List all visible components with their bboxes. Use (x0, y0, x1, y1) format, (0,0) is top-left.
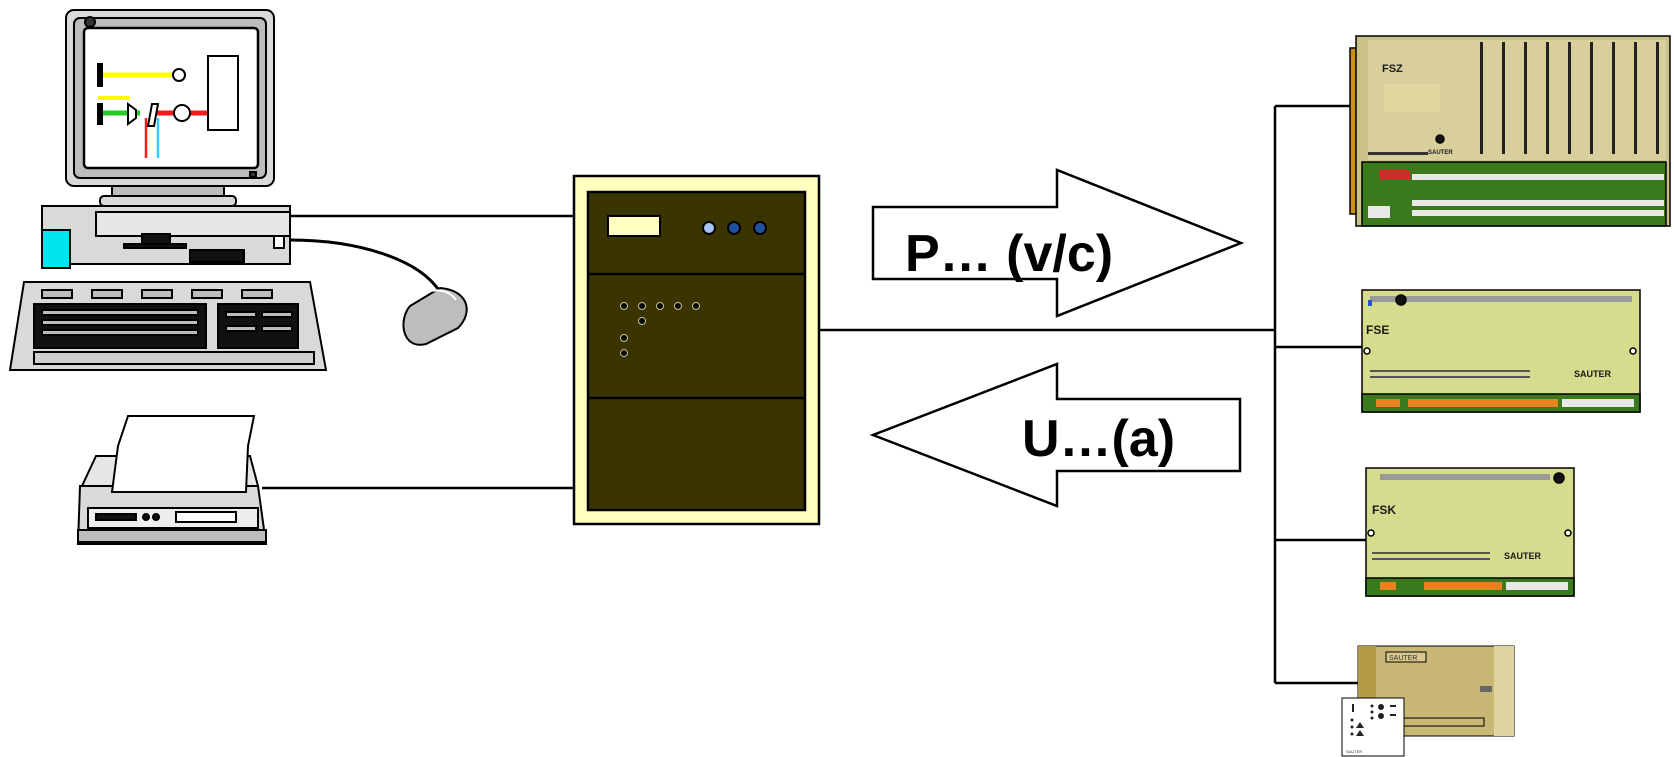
mouse-icon (402, 286, 468, 346)
module-model-label: FSZ (1382, 63, 1403, 75)
indicator-light (753, 221, 767, 235)
module-model-label: FSK (1372, 503, 1396, 517)
module-model-label: FSE (1366, 323, 1389, 337)
outgoing-arrow: P… (v/c) (871, 168, 1245, 318)
module-badge-label: SAUTER (1389, 655, 1417, 662)
incoming-arrow: U…(a) (869, 362, 1242, 508)
outgoing-arrow-label: P… (v/c) (905, 225, 1113, 283)
computer (8, 9, 468, 371)
printer (76, 415, 268, 545)
monitor-power-icon (84, 16, 96, 28)
module-small: SAUTER SAUTER (1341, 645, 1515, 757)
display-panel (607, 215, 661, 237)
indicator-light (702, 221, 716, 235)
mouse-cable (289, 238, 442, 293)
module-brand-label: SAUTER (1428, 150, 1453, 156)
module-brand-label: SAUTER (1574, 369, 1612, 379)
central-station (572, 174, 821, 526)
module-fsk: FSK SAUTER (1365, 467, 1575, 597)
incoming-arrow-label: U…(a) (1022, 410, 1175, 468)
printer-paper (110, 415, 256, 493)
info-sheet-footer: SAUTER (1346, 749, 1362, 754)
connection-lines (262, 104, 1367, 685)
module-brand-label: SAUTER (1504, 551, 1542, 561)
module-fsz: FSZ SAUTER (1349, 35, 1671, 227)
indicator-light (727, 221, 741, 235)
module-fse: FSE SAUTER (1361, 289, 1641, 413)
rack-slots (1480, 42, 1659, 154)
screen-schematic (97, 55, 239, 158)
